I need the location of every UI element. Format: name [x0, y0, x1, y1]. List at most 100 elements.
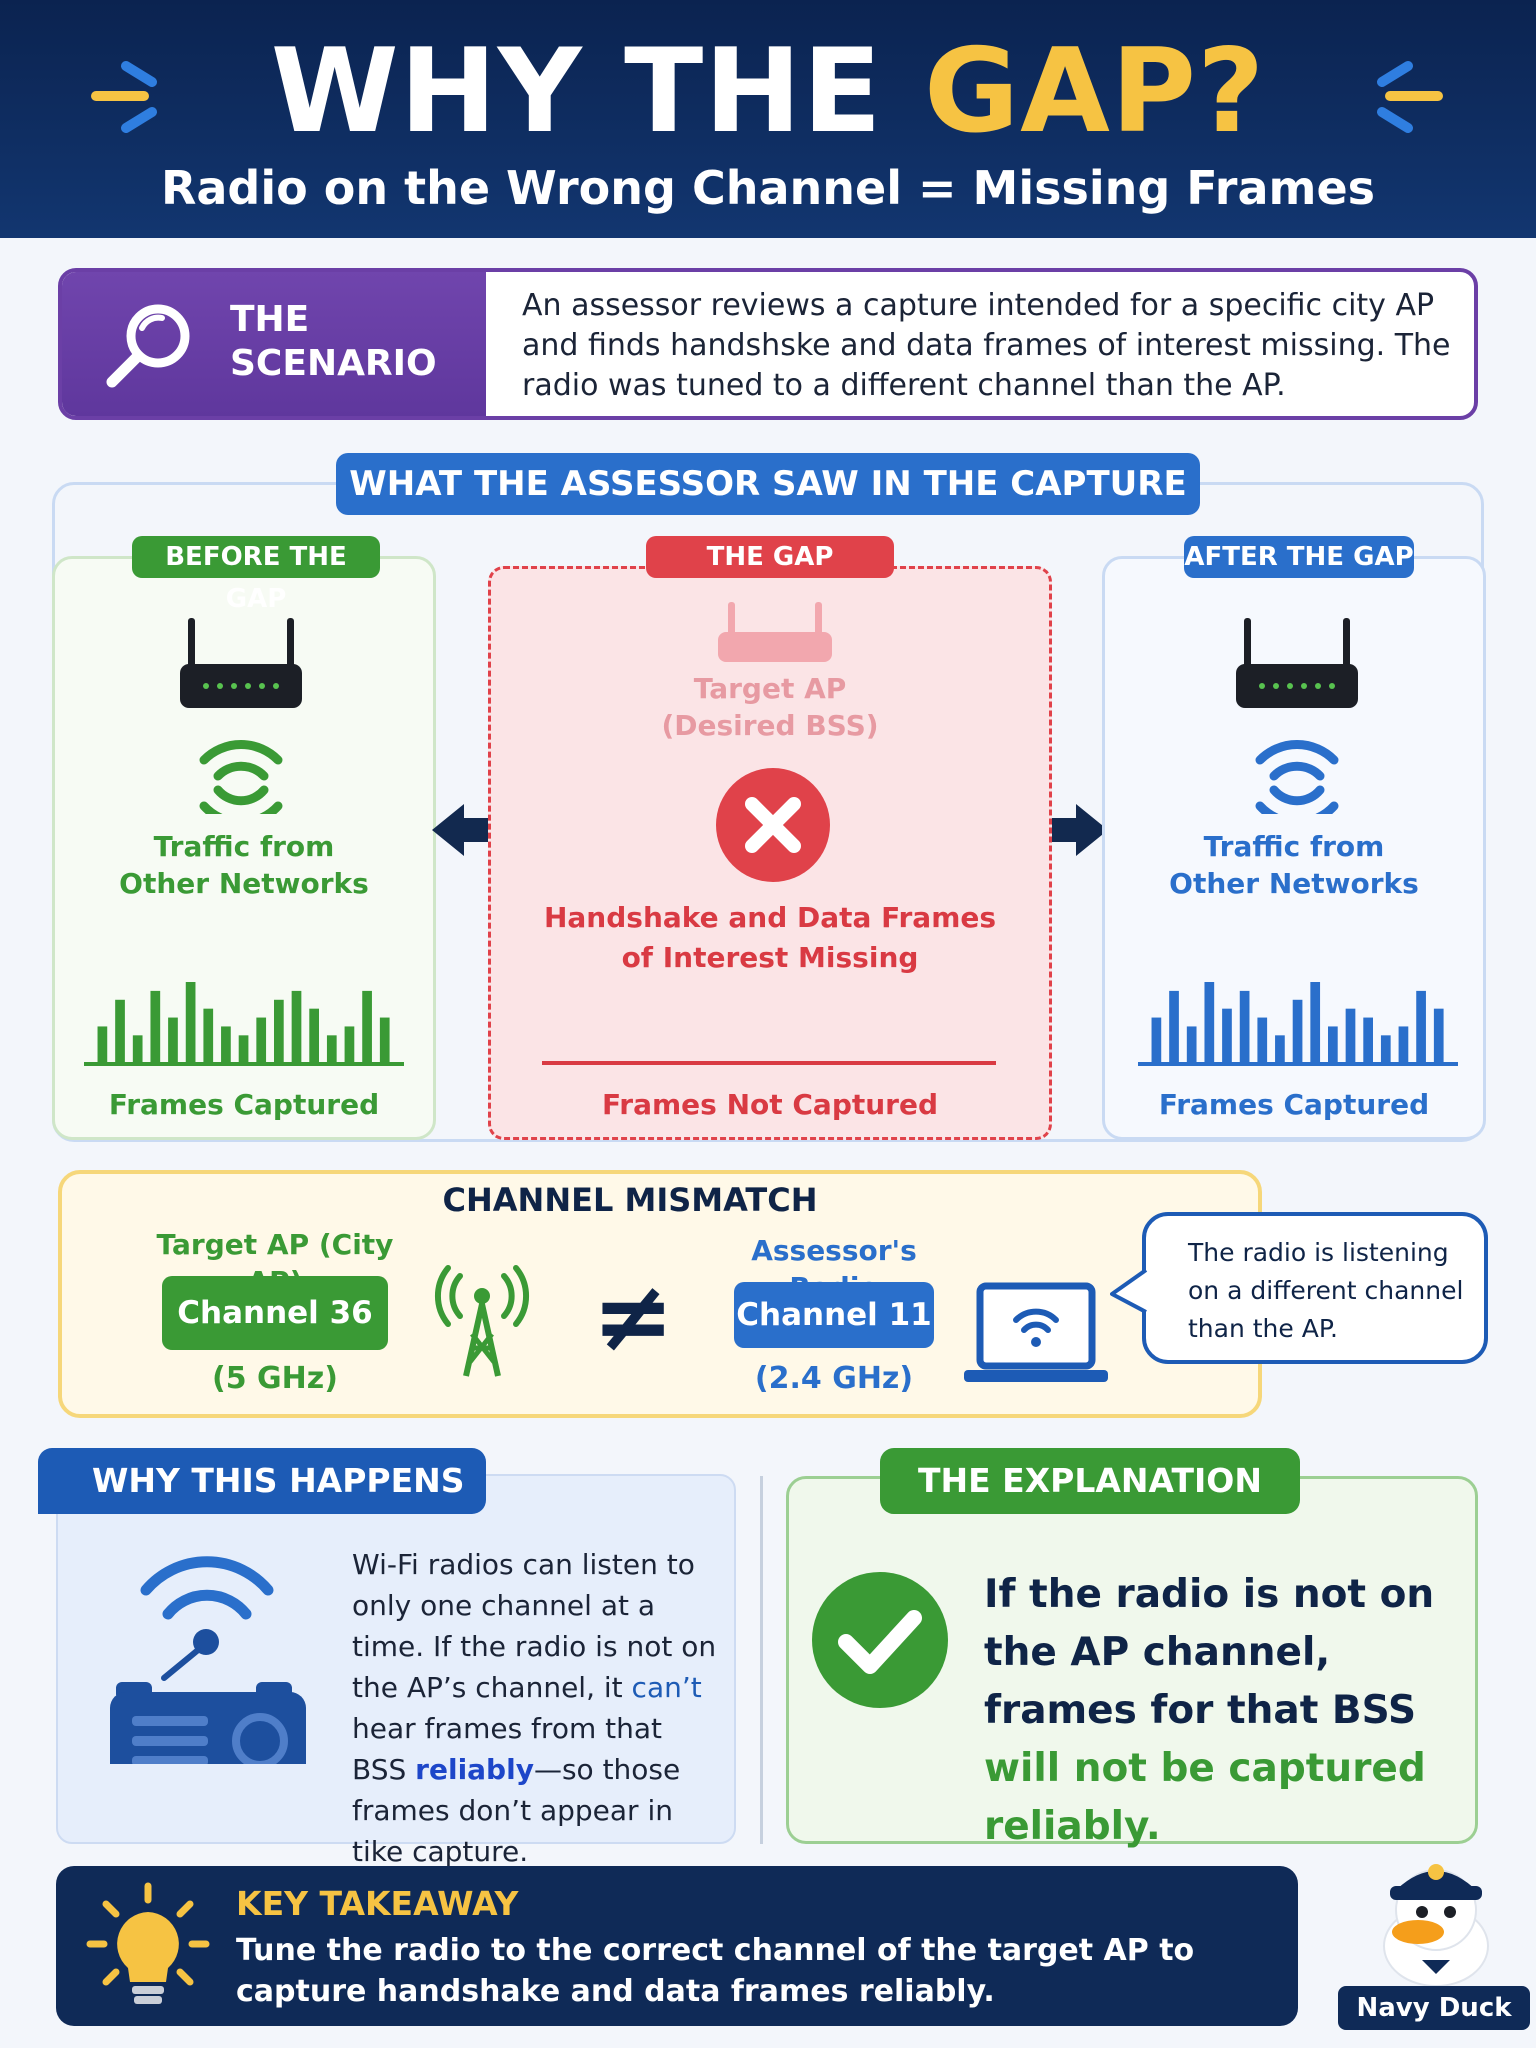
before-frame-bar — [256, 1017, 267, 1062]
duck-mascot-label: Navy Duck — [1338, 1986, 1530, 2030]
title-lead: WHY THE — [270, 24, 924, 159]
after-frame-bar — [1398, 1026, 1409, 1062]
arrow-right-icon — [1050, 804, 1108, 856]
lightbulb-icon — [86, 1882, 210, 2004]
page-title: WHY THE GAP? — [0, 28, 1536, 156]
after-frame-bar — [1310, 982, 1321, 1062]
title-accent: GAP? — [923, 24, 1266, 159]
after-bar-baseline — [1138, 1062, 1458, 1066]
target-ap-line1: Target AP — [693, 672, 847, 705]
channel-mismatch-title: CHANNEL MISMATCH — [442, 1181, 818, 1219]
key-takeaway-card — [56, 1866, 1298, 2026]
after-frame-bar — [1328, 1026, 1338, 1062]
after-frames-bar-chart — [1138, 982, 1458, 1066]
why-text-part2: hear frames from that BSS — [352, 1712, 662, 1786]
explanation-text-highlight: will not be captured reliably. — [984, 1746, 1426, 1849]
explanation-banner: THE EXPLANATION — [880, 1448, 1300, 1514]
before-frames-bar-chart — [84, 982, 404, 1066]
after-frame-bar — [1416, 990, 1426, 1062]
before-frame-bar — [203, 1008, 214, 1062]
magnifier-icon — [106, 304, 190, 388]
flat-signal-line — [542, 1061, 996, 1065]
before-frame-bar — [115, 999, 125, 1062]
after-traffic-label: Traffic from Other Networks — [1102, 828, 1486, 902]
capture-section-banner: WHAT THE ASSESSOR SAW IN THE CAPTURE — [336, 453, 1200, 515]
after-frame-bar — [1186, 1026, 1197, 1062]
speech-bubble-tail — [1110, 1268, 1148, 1314]
scenario-label-line1: THE — [230, 299, 310, 340]
missing-frames-line2: of Interest Missing — [621, 941, 919, 974]
scenario-label: THE SCENARIO — [230, 298, 480, 386]
after-frame-bar — [1363, 1017, 1373, 1062]
after-frame-bar — [1239, 990, 1250, 1062]
target-ap-label: Target AP (Desired BSS) — [488, 670, 1052, 744]
duck-mascot-icon — [1383, 1864, 1489, 1986]
key-takeaway-text: Tune the radio to the correct channel of… — [236, 1933, 1195, 2009]
before-traffic-label: Traffic from Other Networks — [52, 828, 436, 902]
missing-frames-line1: Handshake and Data Frames — [543, 901, 997, 934]
before-frame-bar — [326, 1035, 337, 1062]
key-takeaway-title: KEY TAKEAWAY — [236, 1884, 519, 1923]
before-frame-bar — [221, 1026, 231, 1062]
before-frame-bar — [132, 1035, 143, 1062]
target-band-label: (5 GHz) — [212, 1361, 338, 1396]
before-frame-bar — [150, 990, 161, 1062]
not-equal-sign: ≠ — [591, 1260, 675, 1374]
speech-bubble: The radio is listening on a different ch… — [1142, 1212, 1488, 1364]
after-frame-bar — [1380, 1035, 1391, 1062]
why-this-happens-text: Wi-Fi radios can listen to only one chan… — [352, 1544, 722, 1872]
router-icon — [1236, 618, 1358, 708]
laptop-icon — [964, 1282, 1108, 1382]
section-divider — [760, 1476, 763, 1844]
scenario-text: An assessor reviews a capture intended f… — [522, 288, 1451, 403]
target-channel-box: Channel 36 — [162, 1276, 388, 1350]
before-traffic-line2: Other Networks — [119, 867, 369, 900]
after-frame-bar — [1204, 982, 1215, 1062]
after-frame-bar — [1433, 1008, 1444, 1062]
before-frame-bar — [309, 1008, 319, 1062]
after-frame-bar — [1222, 1008, 1232, 1062]
burst-right-icon — [1377, 61, 1443, 133]
explanation-text: If the radio is not on the AP channel, f… — [984, 1566, 1454, 1856]
after-frame-bar — [1151, 1017, 1162, 1062]
radio-channel-box: Channel 11 — [734, 1282, 934, 1348]
before-gap-pill: BEFORE THE GAP — [132, 536, 380, 614]
page-subtitle: Radio on the Wrong Channel = Missing Fra… — [160, 161, 1376, 215]
not-captured-label: Frames Not Captured — [601, 1088, 939, 1121]
why-this-happens-card — [56, 1474, 736, 1844]
wifi-signal-icon — [199, 740, 283, 814]
before-traffic-line1: Traffic from — [153, 830, 335, 863]
after-traffic-line1: Traffic from — [1203, 830, 1385, 863]
before-frame-bar — [168, 1017, 178, 1062]
scenario-label-line2: SCENARIO — [230, 343, 437, 384]
why-text-reliably: reliably — [415, 1753, 534, 1786]
burst-left-icon — [91, 61, 157, 133]
cell-tower-icon — [435, 1265, 529, 1377]
target-ap-line2: (Desired BSS) — [661, 709, 879, 742]
after-frame-bar — [1257, 1017, 1268, 1062]
before-frame-bar — [291, 990, 302, 1062]
before-frame-bar — [97, 1026, 108, 1062]
checkmark-icon — [812, 1572, 948, 1708]
after-frames-label: Frames Captured — [1158, 1088, 1430, 1121]
explanation-text-part1: If the radio is not on the AP channel, f… — [984, 1572, 1435, 1733]
scenario-card: THE SCENARIO An assessor reviews a captu… — [58, 268, 1478, 420]
radio-wifi-icon — [110, 1556, 306, 1764]
before-frame-bar — [238, 1035, 249, 1062]
before-frame-bar — [362, 990, 372, 1062]
gap-pill: THE GAP — [646, 536, 894, 578]
after-frame-bar — [1345, 1008, 1356, 1062]
radio-band-label: (2.4 GHz) — [754, 1361, 914, 1396]
why-text-cant: can’t — [631, 1671, 702, 1704]
before-frame-bar — [379, 1017, 390, 1062]
after-gap-pill: AFTER THE GAP — [1184, 536, 1414, 578]
header-banner — [0, 0, 1536, 238]
arrow-left-icon — [432, 804, 490, 856]
before-frame-bar — [185, 982, 196, 1062]
before-frame-bar — [274, 999, 284, 1062]
scenario-label-panel: THE SCENARIO — [62, 272, 486, 416]
after-frame-bar — [1292, 999, 1303, 1062]
after-frame-bar — [1169, 990, 1179, 1062]
wifi-signal-icon — [1255, 740, 1339, 814]
before-frame-bar — [344, 1026, 355, 1062]
